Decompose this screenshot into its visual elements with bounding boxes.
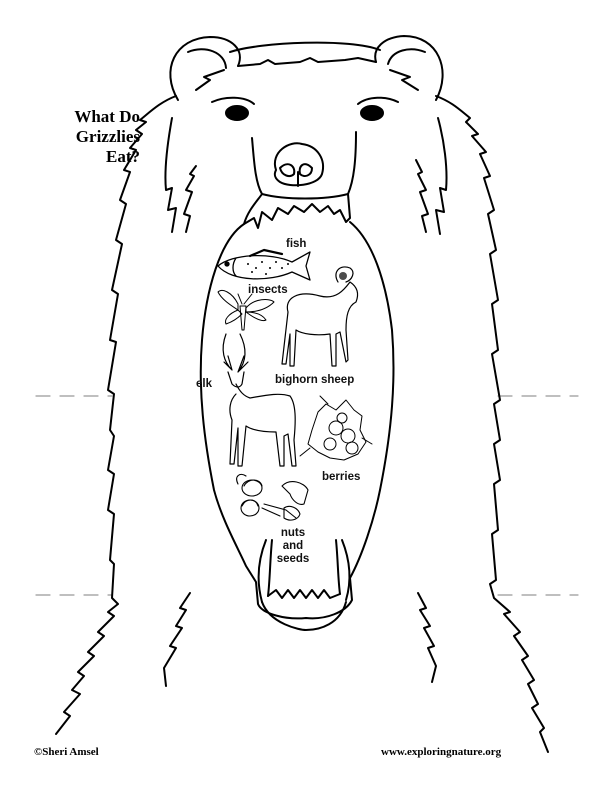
title-line-2: Grizzlies [75, 127, 140, 146]
worksheet-title: What Do Grizzlies Eat? [38, 107, 140, 167]
berries-icon [299, 395, 373, 461]
label-elk: elk [196, 378, 212, 390]
label-insects: insects [248, 284, 288, 296]
copyright-text: ©Sheri Amsel [34, 746, 99, 758]
label-bighorn-sheep: bighorn sheep [275, 374, 355, 386]
fold-lines [35, 395, 579, 596]
nuts-and-seeds-icon [236, 473, 309, 521]
nose [273, 142, 324, 187]
label-and: and [282, 540, 304, 552]
moth-icon [217, 290, 275, 331]
title-line-1: What Do [74, 107, 140, 126]
label-nuts-and-seeds: nuts and seeds [270, 527, 316, 566]
label-berries: berries [322, 471, 361, 483]
label-nuts: nuts [280, 527, 306, 539]
label-seeds: seeds [276, 553, 310, 565]
label-fish: fish [286, 238, 307, 250]
bighorn-sheep-icon [281, 266, 359, 367]
right-fur-outline [435, 95, 549, 753]
title-line-3: Eat? [106, 147, 140, 166]
website-link[interactable]: www.exploringnature.org [381, 746, 502, 758]
right-eye [360, 105, 384, 121]
elk-icon [222, 333, 297, 467]
left-fur-outline [55, 95, 177, 735]
left-ear [169, 36, 241, 101]
tongue-outline [199, 221, 395, 620]
right-ear [374, 35, 444, 101]
left-eye [225, 105, 249, 121]
fish-icon [217, 248, 311, 281]
